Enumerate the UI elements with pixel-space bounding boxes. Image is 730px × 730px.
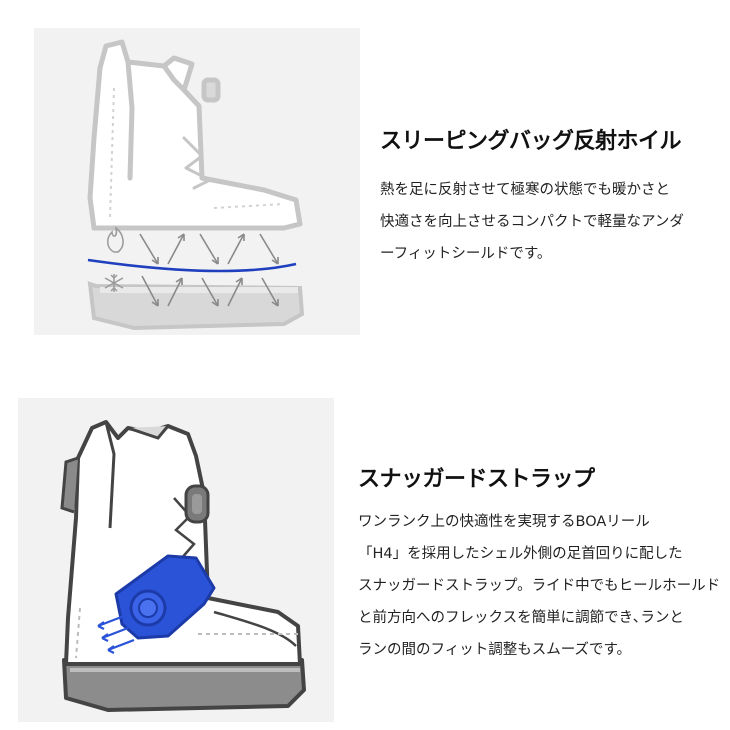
section-title-reflective-foil: スリーピングバッグ反射ホイル xyxy=(380,129,682,154)
boa-dial-icon xyxy=(184,484,210,524)
description-line: ーフィットシールドです。 xyxy=(380,246,552,262)
description-line: 「H4」を採用したシェル外側の足首回りに配した xyxy=(358,546,683,562)
section-title-snuggard-strap: スナッガードストラップ xyxy=(358,467,595,492)
description-line: ワンランク上の快適性を実現するBOAリール xyxy=(358,514,650,530)
description-line: 快適さを向上させるコンパクトで軽量なアンダ xyxy=(380,214,684,230)
reflective-foil-description: 熱を足に反射させて極寒の状態でも暖かさと 快適さを向上させるコンパクトで軽量なア… xyxy=(380,174,684,270)
boot-reflective-foil-diagram xyxy=(87,39,305,331)
reflective-foil-illustration xyxy=(34,28,360,335)
snuggard-strap-illustration xyxy=(18,398,334,722)
description-line: 熱を足に反射させて極寒の状態でも暖かさと xyxy=(380,182,670,198)
description-line: と前方向へのフレックスを簡単に調節でき､ランと xyxy=(358,610,684,626)
snuggard-strap-description: ワンランク上の快適性を実現するBOAリール 「H4」を採用したシェル外側の足首回… xyxy=(358,506,720,666)
reflective-foil-line xyxy=(87,258,297,273)
description-line: ランの間のフィット調整もスムーズです。 xyxy=(358,642,632,658)
boot-snuggard-strap-diagram xyxy=(60,420,306,712)
snowflake-icon xyxy=(104,274,124,292)
flame-icon xyxy=(107,226,124,253)
description-line: スナッガードストラップ。ライド中でもヒールホールド xyxy=(358,578,721,594)
